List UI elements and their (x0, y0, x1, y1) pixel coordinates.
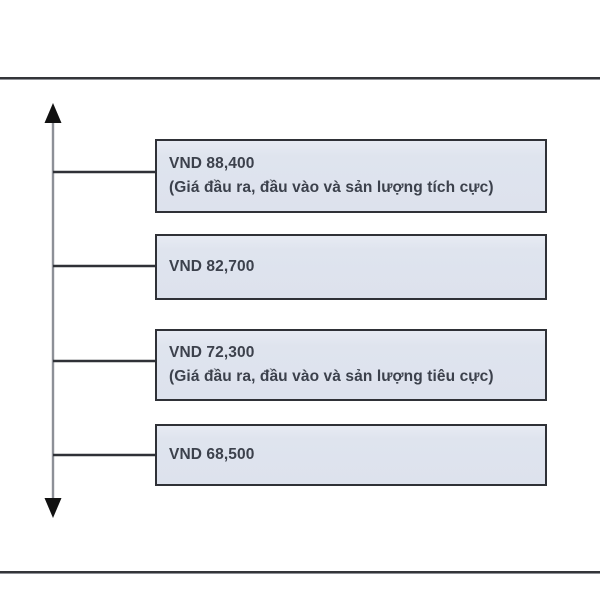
scenario-detail-label: (Giá đầu ra, đầu vào và sản lượng tiêu c… (169, 368, 494, 385)
scenario-detail-label: (Giá đầu ra, đầu vào và sản lượng tích c… (169, 179, 494, 196)
scenario-value-label: VND 88,400 (169, 154, 255, 172)
scenario-value-label: VND 72,300 (169, 343, 255, 361)
frame-bottom-rule (0, 571, 600, 574)
axis-arrowhead-up (44, 103, 62, 123)
axis-arrowhead-down (44, 498, 62, 518)
scenario-box-pessimistic[interactable]: VND 72,300 (Giá đầu ra, đầu vào và sản l… (155, 329, 547, 401)
scenario-value-label: VND 82,700 (169, 257, 255, 275)
frame-top-rule (0, 77, 600, 80)
scenario-box-upper-base[interactable]: VND 82,700 (155, 234, 547, 300)
scenario-box-optimistic[interactable]: VND 88,400 (Giá đầu ra, đầu vào và sản l… (155, 139, 547, 213)
scenario-box-lower-base[interactable]: VND 68,500 (155, 424, 547, 486)
scenario-value-label: VND 68,500 (169, 445, 255, 463)
